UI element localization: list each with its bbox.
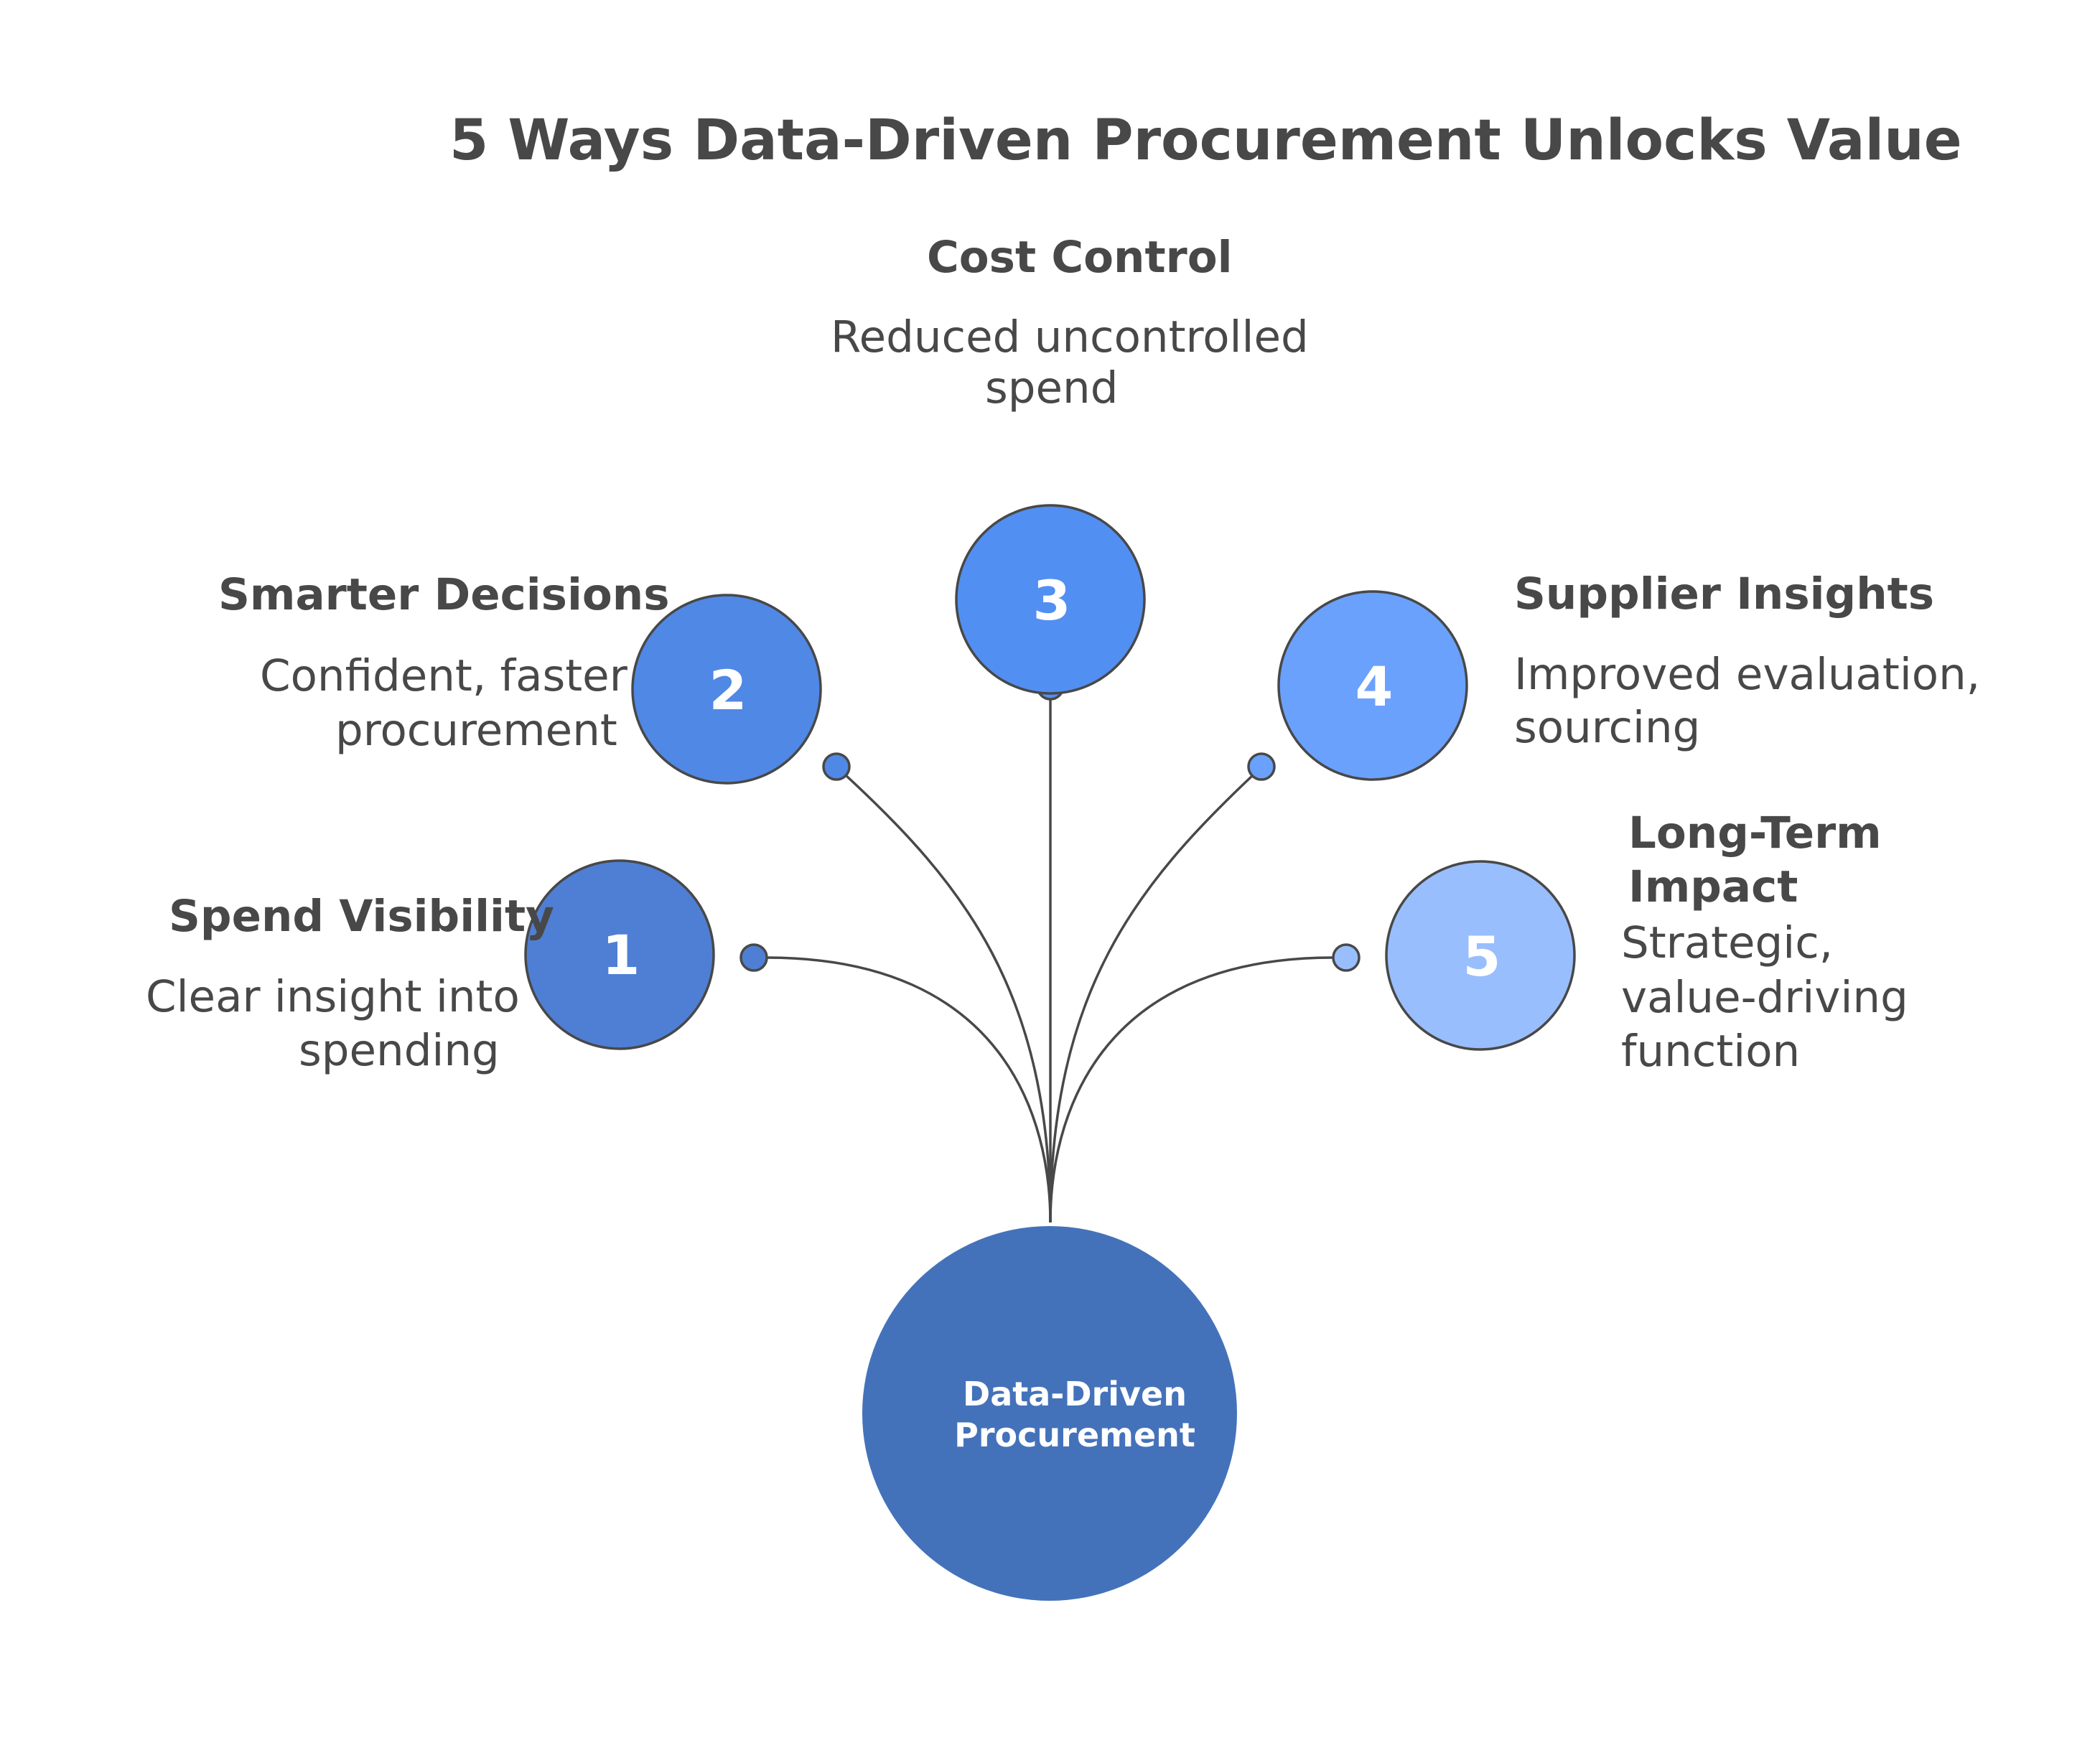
item-4-number: 4 [1355, 655, 1394, 719]
item-2-description-line-2: procurement [335, 705, 617, 756]
item-3-number: 3 [1033, 569, 1071, 632]
item-1-spend-visibility[interactable]: 1 Spend Visibility Clear insight into sp… [146, 859, 715, 1076]
item-5-description-line-3: function [1621, 1026, 1800, 1077]
connector-2 [844, 774, 1052, 1223]
item-4-description-line-2: sourcing [1514, 702, 1700, 753]
item-3-description-line-2: spend [985, 363, 1118, 413]
item-2-heading: Smarter Decisions [218, 569, 670, 620]
item-5-heading-line-1: Long-Term [1628, 808, 1882, 859]
item-1-number: 1 [602, 923, 640, 987]
center-hub[interactable]: Data-Driven Procurement [862, 1226, 1237, 1601]
item-1-description-line-2: spending [299, 1025, 500, 1076]
connector-4 [1049, 774, 1254, 1223]
item-3-cost-control[interactable]: Cost Control Reduced uncontrolled spend … [831, 232, 1309, 695]
item-1-heading: Spend Visibility [169, 891, 554, 942]
item-5-long-term-impact[interactable]: 5 Long-Term Impact Strategic, value-driv… [1385, 808, 1908, 1077]
item-1-circle[interactable] [524, 859, 715, 1050]
center-label-line-2: Procurement [954, 1416, 1195, 1454]
diagram-title: 5 Ways Data-Driven Procurement Unlocks V… [449, 108, 1962, 173]
center-circle[interactable] [862, 1226, 1237, 1601]
connector-1 [766, 956, 1052, 1223]
connector-dot-5 [1332, 943, 1361, 972]
item-5-description-line-2: value-driving [1621, 972, 1908, 1023]
item-3-heading: Cost Control [927, 232, 1233, 283]
connector-dots [739, 672, 1361, 972]
item-1-description-line-1: Clear insight into [146, 971, 520, 1022]
connector-5 [1049, 956, 1334, 1223]
item-2-smarter-decisions[interactable]: Smarter Decisions Confident, faster proc… [218, 569, 822, 785]
item-3-description-line-1: Reduced uncontrolled [831, 312, 1309, 363]
connector-dot-4 [1247, 752, 1276, 781]
item-5-description-line-1: Strategic, [1621, 917, 1833, 968]
item-2-circle[interactable] [631, 594, 822, 785]
item-4-circle[interactable] [1277, 590, 1468, 781]
item-2-number: 2 [709, 658, 747, 722]
connector-dot-2 [822, 752, 851, 781]
item-4-supplier-insights[interactable]: 4 Supplier Insights Improved evaluation,… [1277, 569, 1980, 781]
connectors [766, 699, 1334, 1223]
item-2-description-line-1: Confident, faster [260, 650, 628, 701]
item-3-circle[interactable] [955, 504, 1146, 695]
connector-dot-1 [739, 943, 768, 972]
item-4-description-line-1: Improved evaluation, [1514, 649, 1980, 700]
item-4-heading: Supplier Insights [1514, 569, 1934, 619]
item-5-circle[interactable] [1385, 860, 1576, 1051]
item-5-heading-line-2: Impact [1628, 861, 1798, 912]
item-5-number: 5 [1463, 925, 1501, 988]
center-label-line-1: Data-Driven [963, 1375, 1187, 1413]
